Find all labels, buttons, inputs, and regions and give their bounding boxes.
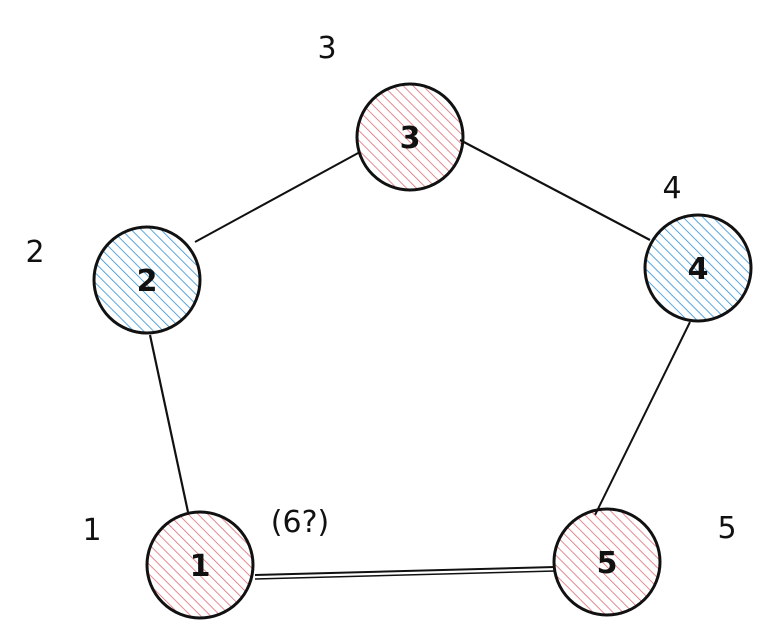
- edge-2-3: [194, 151, 361, 243]
- node-3: 3: [355, 82, 465, 192]
- annotation: (6?): [271, 505, 329, 540]
- edge-4-5: [594, 321, 691, 516]
- node-3-label: 3: [400, 121, 421, 156]
- node-5: 5: [552, 507, 662, 617]
- edge-3-4: [459, 139, 651, 241]
- node-1-label: 1: [190, 549, 211, 584]
- outer-label-4: 4: [662, 171, 681, 206]
- node-1: 1: [145, 510, 255, 620]
- outer-label-5: 5: [717, 511, 736, 546]
- node-4-label: 4: [688, 252, 709, 287]
- outer-label-3: 3: [317, 31, 336, 66]
- node-2: 2: [92, 225, 202, 335]
- edges: [148, 139, 691, 580]
- outer-label-2: 2: [25, 235, 44, 270]
- outer-label-1: 1: [82, 513, 101, 548]
- node-2-label: 2: [137, 264, 158, 299]
- edge-1-2: [148, 334, 190, 513]
- edge-5-1: [254, 566, 556, 576]
- node-5-label: 5: [597, 546, 618, 581]
- node-4: 4: [643, 213, 753, 323]
